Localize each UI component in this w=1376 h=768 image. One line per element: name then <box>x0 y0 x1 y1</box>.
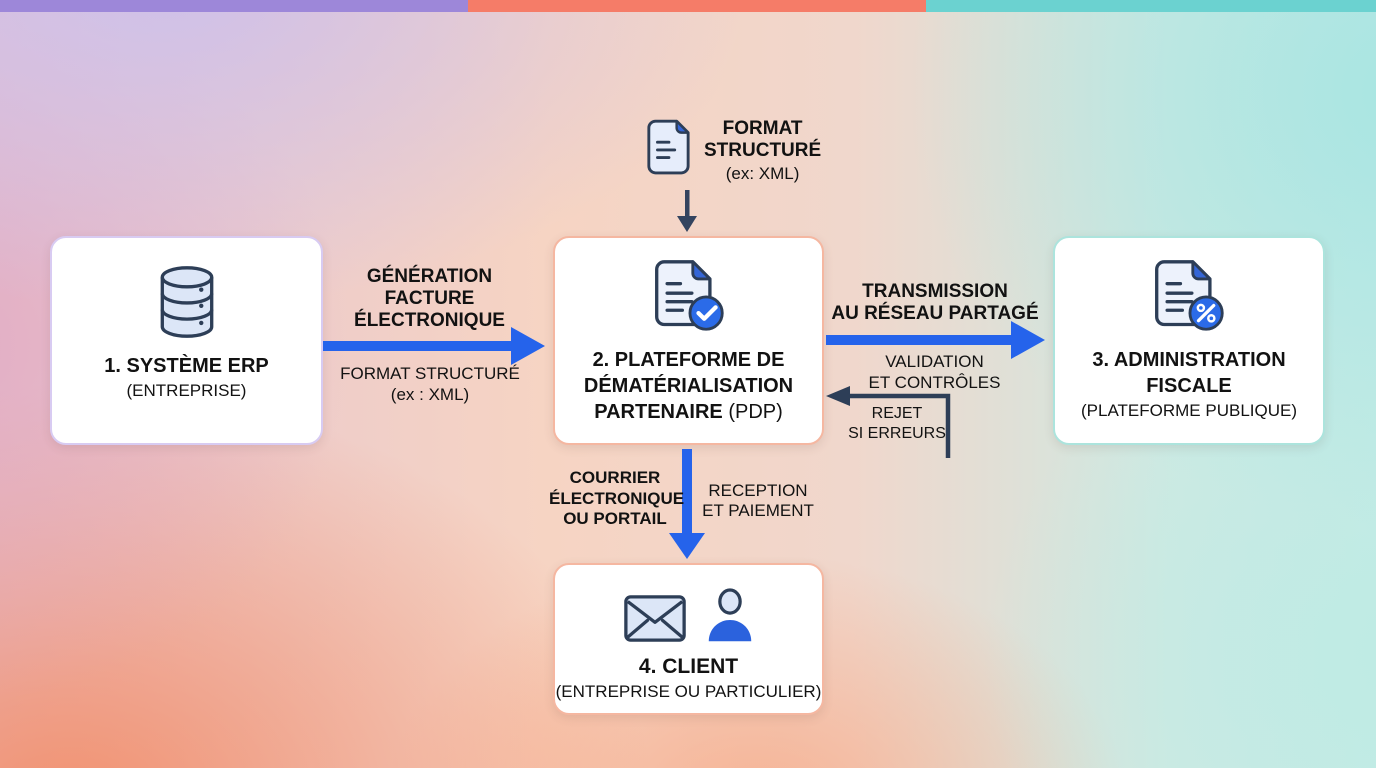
node-pdp-title: 2. PLATEFORME DE DÉMATÉRIALISATION PARTE… <box>584 347 793 425</box>
arrow-down-blue-icon <box>669 449 705 559</box>
client-icons <box>623 587 754 642</box>
person-icon <box>706 587 754 642</box>
node-erp-subtitle: (ENTREPRISE) <box>126 381 247 400</box>
node-pdp-title-line: PARTENAIRE (PDP) <box>594 401 783 423</box>
note-title-line: FORMAT <box>722 118 803 139</box>
node-fiscal-title-line: 3. ADMINISTRATION <box>1092 349 1286 371</box>
arrow-right-blue-icon <box>826 321 1045 359</box>
document-check-icon <box>651 258 727 334</box>
flow-reject-label: REJET SI ERREURS <box>848 405 946 442</box>
arrow-right-blue-icon <box>323 327 545 365</box>
flow-erp-pdp-label: GÉNÉRATION FACTURE ÉLECTRONIQUE <box>354 266 505 331</box>
flow-reception-label: RECEPTION ET PAIEMENT <box>702 481 814 520</box>
node-erp-title: 1. SYSTÈME ERP <box>104 355 269 377</box>
node-fiscal-title: 3. ADMINISTRATION FISCALE <box>1092 347 1285 399</box>
flow-erp-pdp-sublabel: FORMAT STRUCTURÉ (ex : XML) <box>340 364 520 404</box>
top-bar-purple-segment <box>0 0 468 12</box>
node-fiscal-title-line: FISCALE <box>1146 375 1232 397</box>
node-client-title: 4. CLIENT <box>638 655 739 678</box>
format-structure-note-text: FORMAT STRUCTURÉ (ex: XML) <box>704 118 821 185</box>
top-bar-coral-segment <box>467 0 927 12</box>
node-plateforme-pdp: 2. PLATEFORME DE DÉMATÉRIALISATION PARTE… <box>553 236 824 445</box>
document-icon <box>645 118 691 176</box>
top-color-bar <box>0 0 1376 12</box>
node-administration-fiscale: 3. ADMINISTRATION FISCALE (PLATEFORME PU… <box>1053 236 1325 445</box>
envelope-icon <box>623 595 686 642</box>
arrow-down-dark-icon <box>677 190 697 232</box>
node-systeme-erp: 1. SYSTÈME ERP (ENTREPRISE) <box>50 236 323 445</box>
node-client: 4. CLIENT (ENTREPRISE OU PARTICULIER) <box>553 563 824 715</box>
database-icon <box>156 264 218 340</box>
arrow-elbow-left-dark-icon <box>826 386 951 458</box>
node-client-subtitle: (ENTREPRISE OU PARTICULIER) <box>555 682 822 701</box>
node-pdp-title-line: DÉMATÉRIALISATION <box>583 375 794 397</box>
note-title-line: STRUCTURÉ <box>704 140 822 161</box>
flow-courrier-label: COURRIER ÉLECTRONIQUE OU PORTAIL <box>549 468 685 528</box>
document-percent-icon <box>1151 258 1227 334</box>
flow-pdp-fiscal-label: TRANSMISSION AU RÉSEAU PARTAGÉ <box>831 281 1039 324</box>
node-pdp-title-line: 2. PLATEFORME DE <box>592 349 785 371</box>
format-structure-note: FORMAT STRUCTURÉ (ex: XML) <box>645 118 821 185</box>
node-fiscal-subtitle: (PLATEFORME PUBLIQUE) <box>1081 401 1297 420</box>
top-bar-teal-segment <box>926 0 1376 12</box>
note-subtitle: (ex: XML) <box>725 164 800 183</box>
flow-validation-label: VALIDATION ET CONTRÔLES <box>868 352 1001 392</box>
